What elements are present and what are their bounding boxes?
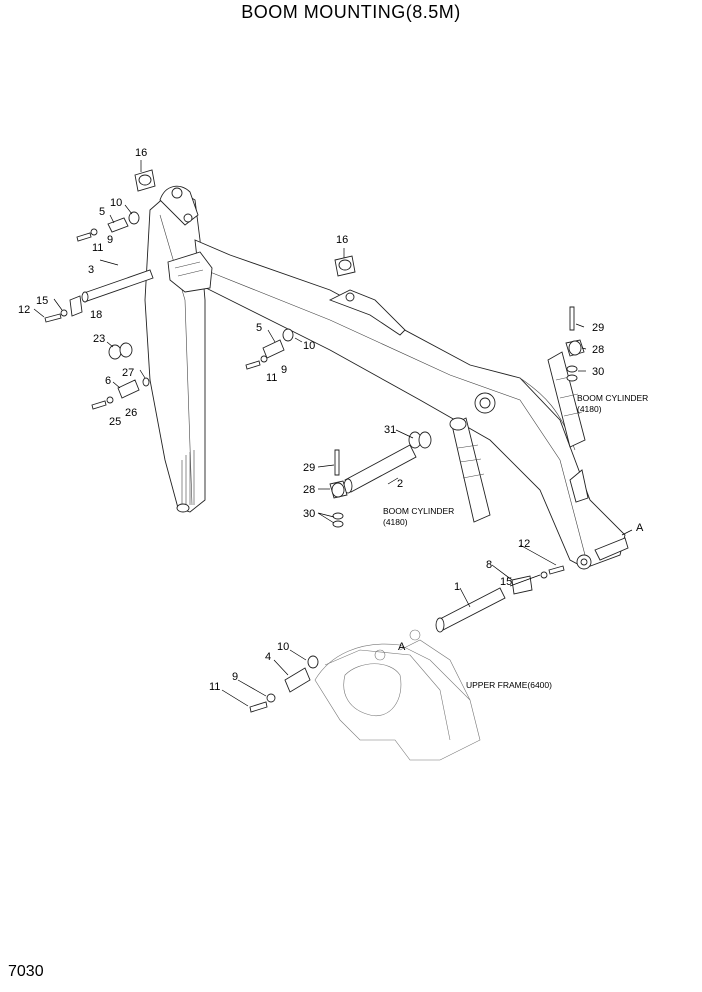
bolt-29-center <box>334 449 340 476</box>
callout-28: 28 <box>303 484 315 496</box>
nut-30-center-b <box>332 520 344 528</box>
notes: BOOM CYLINDER (4180) BOOM CYLINDER (4180… <box>383 393 648 690</box>
callout-16: 16 <box>135 147 147 159</box>
boom-body <box>144 185 629 570</box>
callout-5: 5 <box>256 322 262 334</box>
washer-15-left <box>60 309 68 317</box>
boom-cylinder-center <box>449 417 491 523</box>
callout-29: 29 <box>592 322 604 334</box>
callout-30: 30 <box>592 366 604 378</box>
washer-23b <box>119 342 133 358</box>
bolt-29-right <box>569 306 575 331</box>
pin-3 <box>81 269 154 303</box>
pin-5-top <box>107 217 129 233</box>
callout-5: 5 <box>99 206 105 218</box>
washer-26 <box>106 396 114 404</box>
callout-26: 26 <box>125 407 137 419</box>
callout-10: 10 <box>110 197 122 209</box>
callout-25: 25 <box>109 416 121 428</box>
callout-1: 1 <box>454 581 460 593</box>
callout-18: 18 <box>90 309 102 321</box>
bolt-12-left <box>44 313 62 323</box>
callout-9: 9 <box>107 234 113 246</box>
bolt-11-top <box>76 232 92 242</box>
callout-11: 11 <box>92 242 103 254</box>
callout-15: 15 <box>36 295 48 307</box>
washer-9-bottom <box>266 693 276 703</box>
callout-12: 12 <box>18 304 30 316</box>
bolt-11-bottom <box>249 701 268 713</box>
callout-6: 6 <box>105 375 111 387</box>
plate-18 <box>69 295 83 317</box>
callout-3: 3 <box>88 264 94 276</box>
note-boom-cylinder-right-code: (4180) <box>577 404 602 414</box>
washer-9-top <box>90 228 98 236</box>
shim-31b <box>418 431 432 449</box>
callout-9: 9 <box>281 364 287 376</box>
callout-15: 15 <box>500 576 512 588</box>
upper-frame <box>314 629 481 761</box>
callout-11: 11 <box>209 681 220 693</box>
callout-4: 4 <box>265 651 271 663</box>
pin-5-center <box>262 339 285 359</box>
callout-8: 8 <box>486 559 492 571</box>
washer-15-bottom <box>540 571 548 579</box>
callout-12: 12 <box>518 538 530 550</box>
boom-cylinder-right <box>547 351 586 448</box>
view-marker-a-top: A <box>636 522 644 534</box>
page-title: BOOM MOUNTING(8.5M) <box>241 2 461 22</box>
bolt-11-center <box>245 360 261 370</box>
nut-30-right-a <box>566 365 578 373</box>
callout-30: 30 <box>303 508 315 520</box>
callout-16: 16 <box>336 234 348 246</box>
callouts: 16 10 5 9 11 3 15 12 18 23 27 6 26 25 16… <box>18 147 604 693</box>
leader-lines <box>33 160 633 707</box>
washer-23a <box>108 344 122 360</box>
callout-11: 11 <box>266 372 277 384</box>
pin-1 <box>435 587 506 633</box>
pin-4-bottom <box>284 667 311 693</box>
bolt-12-bottom <box>548 565 565 575</box>
bolt-25 <box>91 400 107 410</box>
shim-10-top <box>128 211 140 225</box>
callout-10: 10 <box>303 340 315 352</box>
callout-23: 23 <box>93 333 105 345</box>
nut-30-right-b <box>566 374 578 382</box>
callout-10: 10 <box>277 641 289 653</box>
washer-9-center <box>260 355 268 363</box>
view-marker-a-bottom: A <box>398 641 406 653</box>
page-number: 7030 <box>8 963 44 980</box>
note-boom-cylinder-center: BOOM CYLINDER <box>383 506 454 516</box>
callout-31: 31 <box>384 424 396 436</box>
pin-2 <box>343 444 417 494</box>
plate-8 <box>511 575 533 595</box>
callout-29: 29 <box>303 462 315 474</box>
shim-10-bottom <box>307 655 319 669</box>
callout-9: 9 <box>232 671 238 683</box>
callout-2: 2 <box>397 478 403 490</box>
pin-6 <box>117 379 140 399</box>
note-boom-cylinder-center-code: (4180) <box>383 517 408 527</box>
note-boom-cylinder-right: BOOM CYLINDER <box>577 393 648 403</box>
callout-27: 27 <box>122 367 134 379</box>
shim-10-center <box>282 328 294 342</box>
washer-27 <box>142 377 150 387</box>
nut-30-center-a <box>332 512 344 520</box>
note-upper-frame: UPPER FRAME(6400) <box>466 680 552 690</box>
callout-28: 28 <box>592 344 604 356</box>
